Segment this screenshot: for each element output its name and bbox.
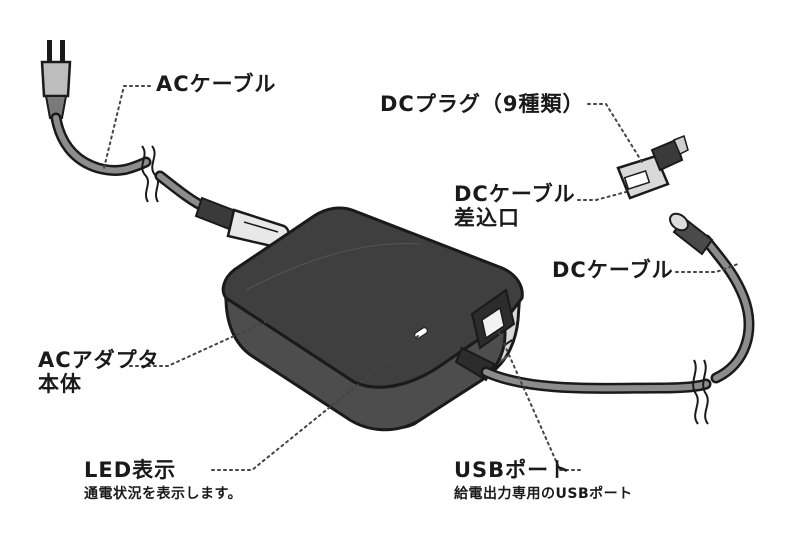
ac-plug-head (40, 60, 72, 98)
leader-dc-plug (587, 103, 643, 163)
label-dc-cable-inlet: DCケーブル 差込口 (454, 182, 576, 230)
ac-plug-prong (60, 40, 65, 64)
dc-cable (480, 212, 755, 425)
leader-ac-adapter (129, 305, 301, 367)
label-usb-port: USBポート (454, 458, 572, 482)
cable-break-mark (141, 145, 149, 203)
dc-plug-collar (650, 138, 684, 172)
ac-cable (40, 40, 291, 250)
usb-port (481, 306, 505, 340)
leader-dc-cable (675, 263, 739, 273)
label-usb-description: 給電出力専用のUSBポート (454, 486, 633, 502)
dc-plug-tip (673, 134, 689, 156)
label-ac-adapter: ACアダプタ 本体 (38, 348, 160, 396)
leader-dc-inlet (577, 191, 627, 201)
leader-ac-cable (103, 85, 151, 169)
leader-usb (497, 329, 581, 471)
cable-break-mark (692, 359, 699, 425)
dc-plug-inlet (623, 169, 651, 191)
label-ac-adapter-line1: ACアダプタ (38, 348, 160, 372)
cable-break-mark (702, 359, 709, 425)
label-dc-cable-inlet-line1: DCケーブル (454, 182, 576, 206)
ac-plug-prong (47, 40, 52, 64)
label-led-description: 通電状況を表示します。 (84, 486, 243, 502)
ac-plug-strain-relief (44, 95, 68, 119)
label-dc-cable: DCケーブル (552, 258, 674, 282)
leader-led (211, 335, 419, 471)
dc-plug (616, 134, 689, 200)
adapter-front (224, 295, 507, 432)
label-ac-adapter-line2: 本体 (38, 372, 82, 397)
label-dc-plug: DCプラグ（9種類） (380, 92, 585, 116)
leader-lines (103, 85, 739, 471)
label-led: LED表示 (84, 458, 177, 482)
label-ac-cable: ACケーブル (156, 72, 277, 96)
label-dc-cable-inlet-line2: 差込口 (454, 206, 520, 231)
ac-cable-line (50, 112, 152, 176)
ac-adapter-body (221, 206, 524, 432)
